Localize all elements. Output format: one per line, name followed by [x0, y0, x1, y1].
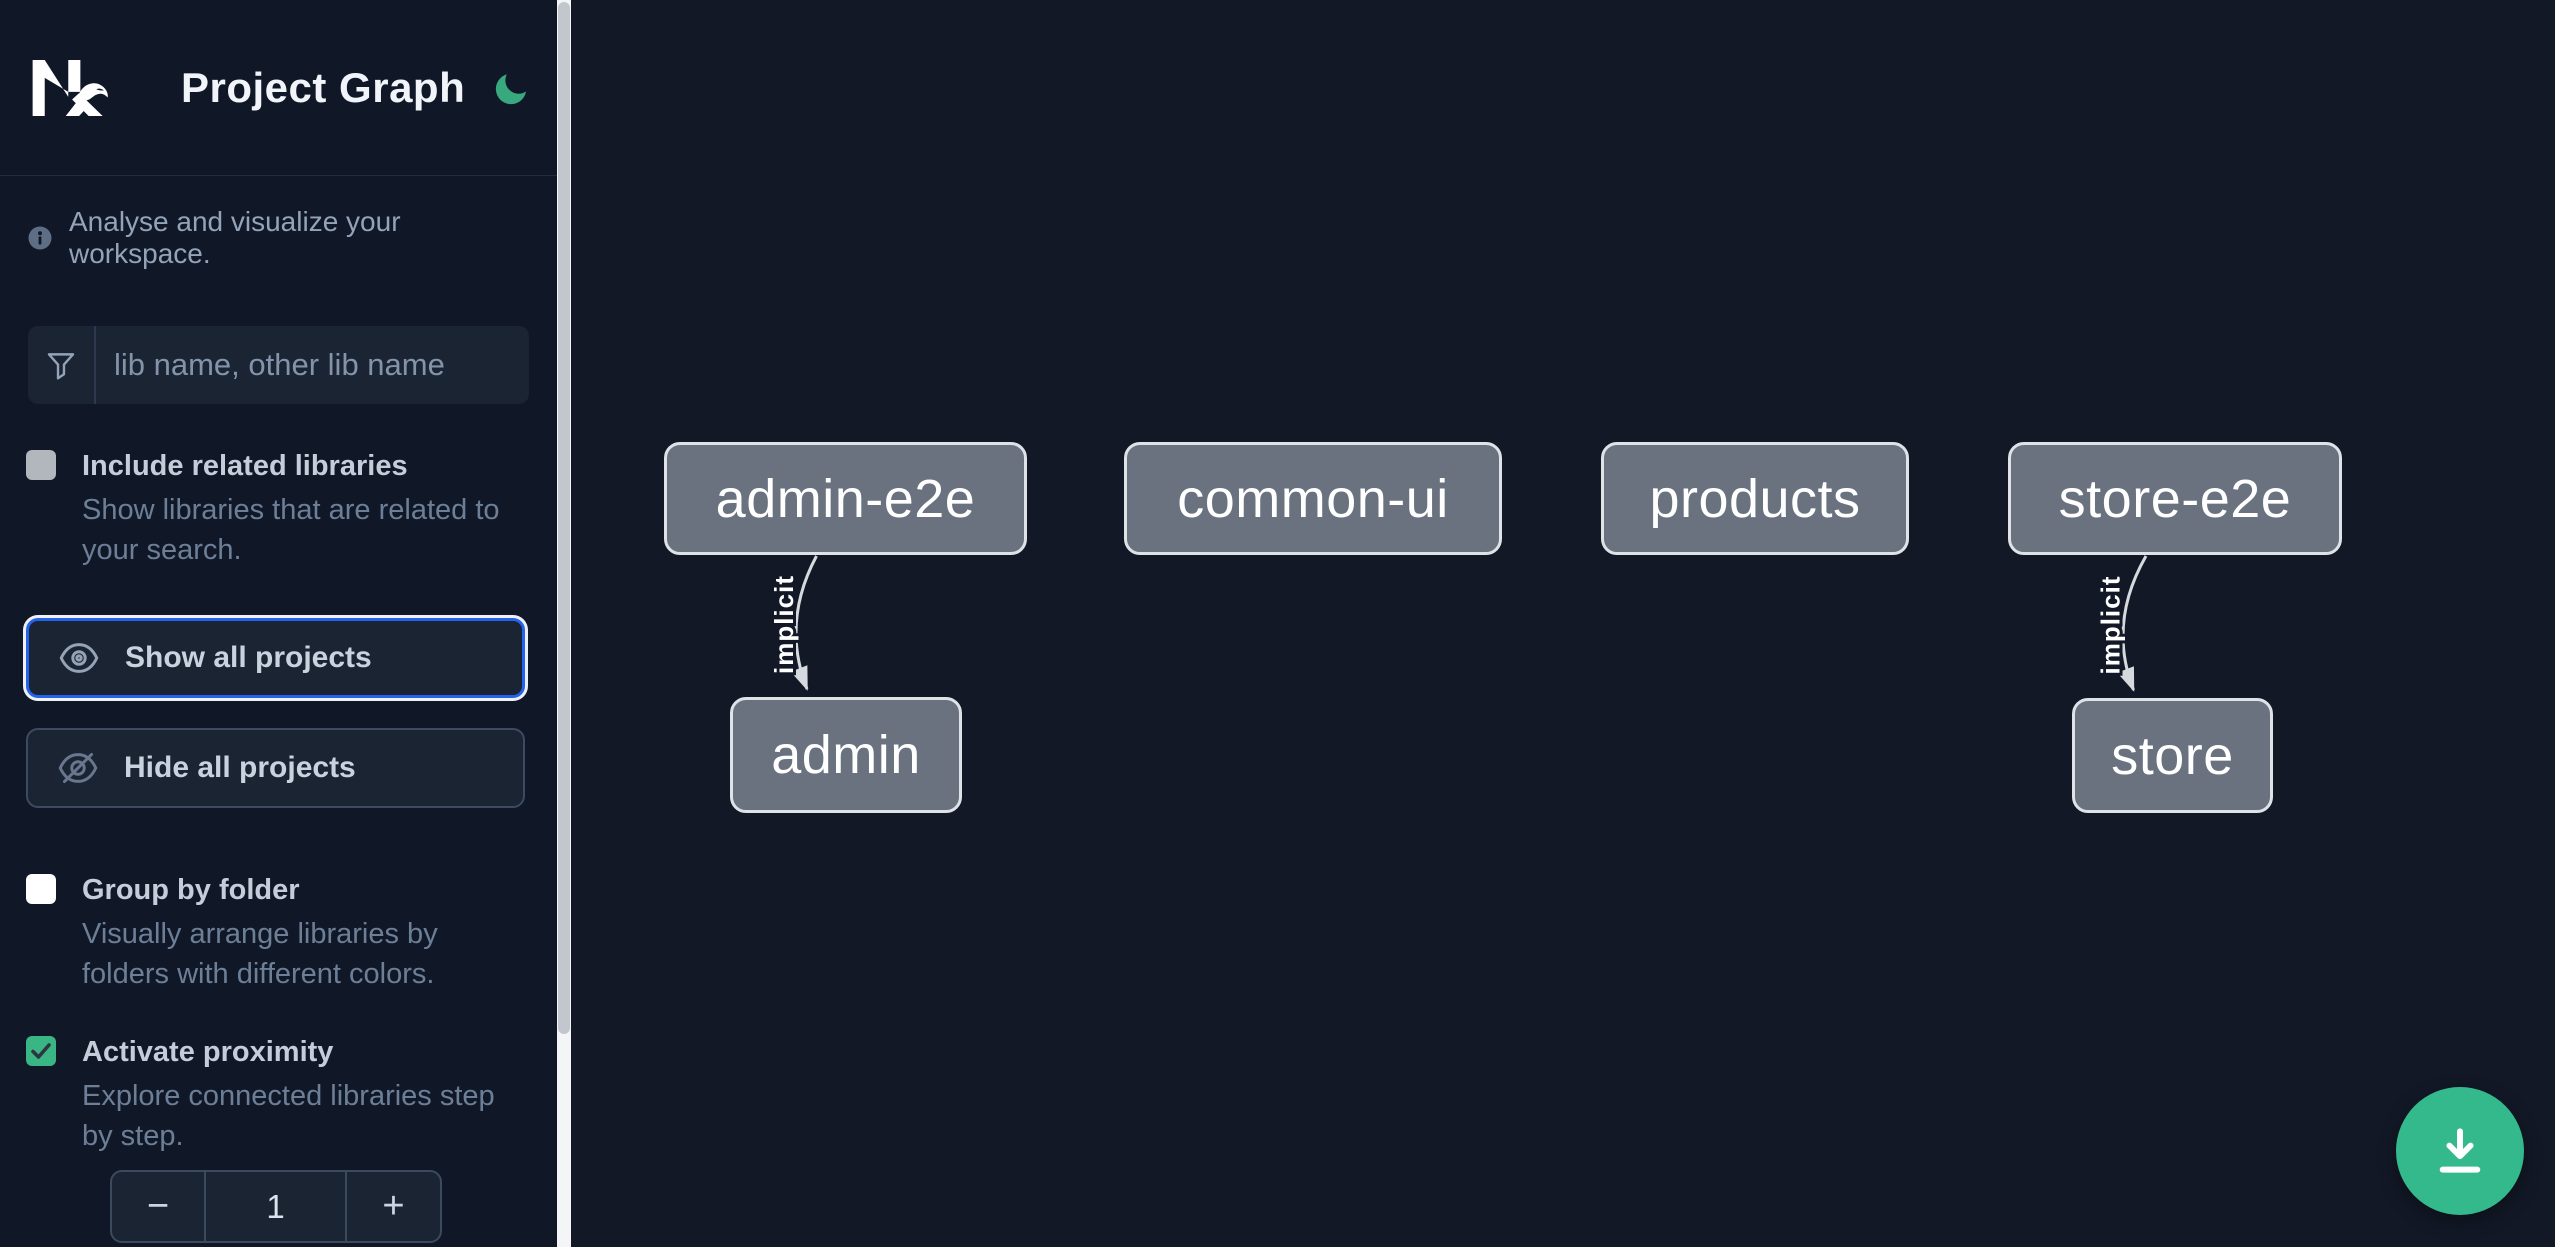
- show-all-projects-label: Show all projects: [125, 641, 372, 674]
- download-icon: [2439, 1128, 2481, 1173]
- hide-all-projects-button[interactable]: Hide all projects: [26, 728, 525, 808]
- search-box: [28, 326, 529, 404]
- group-by-folder-checkbox-row[interactable]: Group by folder Visually arrange librari…: [26, 872, 529, 994]
- activate-proximity-description: Explore connected libraries step by step…: [82, 1080, 495, 1152]
- decrement-button[interactable]: −: [112, 1172, 206, 1241]
- info-icon: [28, 226, 52, 250]
- show-all-projects-button[interactable]: Show all projects: [26, 618, 525, 698]
- download-image-button[interactable]: [2396, 1087, 2524, 1215]
- proximity-depth-input[interactable]: [206, 1172, 345, 1241]
- graph-node-admin[interactable]: admin: [730, 697, 962, 813]
- group-by-folder-description: Visually arrange libraries by folders wi…: [82, 918, 438, 990]
- graph-node-store[interactable]: store: [2072, 698, 2273, 813]
- graph-node-products[interactable]: products: [1601, 442, 1909, 555]
- page-title: Project Graph: [181, 63, 466, 111]
- proximity-depth-stepper: − +: [110, 1170, 442, 1243]
- checkbox-activate-proximity[interactable]: [26, 1036, 56, 1066]
- graph-node-store-e2e[interactable]: store-e2e: [2008, 442, 2342, 555]
- include-related-checkbox-row[interactable]: Include related libraries Show libraries…: [26, 448, 529, 570]
- activate-proximity-label: Activate proximity: [82, 1036, 334, 1068]
- sidebar-scrollbar-thumb[interactable]: [558, 2, 570, 1034]
- eye-slash-icon: [58, 752, 98, 784]
- include-related-label: Include related libraries: [82, 450, 408, 482]
- sidebar-scrollbar[interactable]: [557, 0, 571, 1247]
- theme-toggle-button[interactable]: [493, 69, 531, 107]
- group-by-folder-label: Group by folder: [82, 874, 300, 906]
- graph-node-common-ui[interactable]: common-ui: [1124, 442, 1502, 555]
- funnel-icon: [28, 326, 96, 404]
- checkbox-include-related[interactable]: [26, 450, 56, 480]
- search-input[interactable]: [96, 326, 529, 404]
- eye-icon: [59, 643, 99, 673]
- graph-canvas[interactable]: [571, 0, 2555, 1247]
- increment-button[interactable]: +: [345, 1172, 440, 1241]
- activate-proximity-checkbox-row[interactable]: Activate proximity Explore connected lib…: [26, 1034, 529, 1156]
- tagline-row: Analyse and visualize your workspace.: [28, 206, 529, 270]
- hide-all-projects-label: Hide all projects: [124, 751, 356, 784]
- sidebar: Project Graph Analyse: [0, 0, 557, 1247]
- graph-node-admin-e2e[interactable]: admin-e2e: [664, 442, 1027, 555]
- nx-logo-icon: [32, 59, 108, 116]
- checkbox-group-by-folder[interactable]: [26, 874, 56, 904]
- include-related-description: Show libraries that are related to your …: [82, 494, 500, 566]
- moon-icon: [495, 73, 527, 104]
- sidebar-header: Project Graph: [0, 0, 557, 176]
- tagline-text: Analyse and visualize your workspace.: [69, 206, 401, 269]
